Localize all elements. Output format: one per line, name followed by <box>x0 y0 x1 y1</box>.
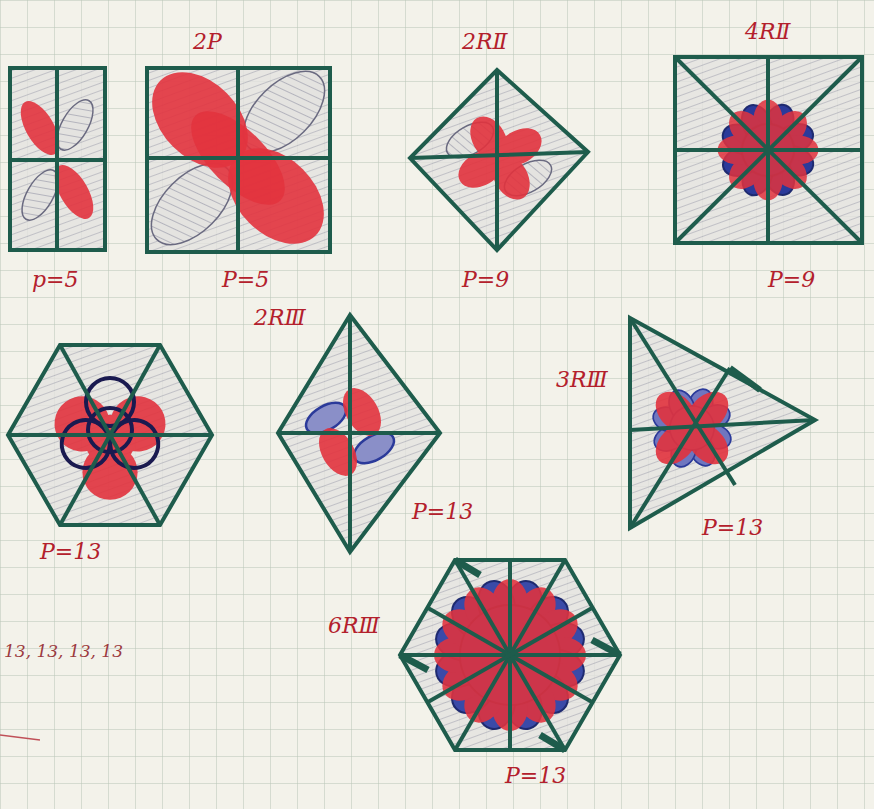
drawing-part <box>675 57 862 243</box>
drawing-part <box>675 148 862 152</box>
orbital-label: 3RⅢ <box>556 367 608 392</box>
drawing-part <box>428 608 592 702</box>
drawing-part <box>630 420 815 430</box>
drawing-part <box>400 655 428 670</box>
drawing-part <box>400 560 620 750</box>
drawing-part <box>730 368 760 390</box>
label-holder: 6RⅢ <box>328 614 380 638</box>
panel-2r-ii <box>410 70 588 250</box>
drawing-part <box>147 156 330 160</box>
drawing-part <box>147 68 330 252</box>
drawing-part <box>410 70 588 250</box>
drawing-part <box>630 318 735 485</box>
label-holder: 2RⅡ <box>462 30 508 54</box>
drawing-part <box>675 57 862 243</box>
drawing-part <box>675 57 862 243</box>
drawing-part <box>400 560 620 750</box>
drawing-part <box>455 560 480 575</box>
drawing-part <box>675 57 862 243</box>
drawing-part <box>630 368 730 528</box>
panel-hexagon <box>8 345 212 525</box>
drawing-part <box>400 560 620 750</box>
label-holder: P=13 <box>412 500 473 524</box>
label-holder: 3RⅢ <box>556 368 608 392</box>
pen-stroke <box>0 735 40 740</box>
orbital-label: P=13 <box>40 539 101 564</box>
drawing-part <box>10 68 105 250</box>
drawing-part <box>311 421 365 482</box>
drawing-part <box>60 345 160 525</box>
drawing-part <box>592 640 620 655</box>
panel-2p <box>134 54 343 263</box>
orbital-label: 2RⅢ <box>254 305 306 330</box>
drawing-part <box>630 318 815 528</box>
orbital-label: 6RⅢ <box>328 613 380 638</box>
orbital-label: 2P <box>193 29 222 54</box>
label-holder: 2P <box>193 30 222 54</box>
label-holder: P=9 <box>768 268 815 292</box>
drawing-part <box>428 608 592 702</box>
drawing-part <box>630 318 815 528</box>
label-holder: 4RⅡ <box>745 20 791 44</box>
drawing-part <box>8 345 212 525</box>
drawing-part <box>410 70 588 250</box>
label-holder: P=5 <box>222 268 269 292</box>
drawing-part <box>10 68 105 250</box>
drawing-part <box>53 378 167 477</box>
drawing-part <box>410 70 588 250</box>
orbital-label: P=13 <box>702 515 763 540</box>
label-holder: P=9 <box>462 268 509 292</box>
drawing-part <box>8 345 212 525</box>
orbital-label: P=5 <box>222 267 269 292</box>
label-holder: 2RⅢ <box>254 306 306 330</box>
label-holder: P=13 <box>40 540 101 564</box>
panel-4r-ii <box>675 57 862 243</box>
orbital-label: P=9 <box>462 267 509 292</box>
drawing-part <box>675 57 862 243</box>
drawing-part <box>540 735 565 750</box>
panel-6r-iii <box>400 560 620 750</box>
orbital-label: 4RⅡ <box>745 19 791 44</box>
drawing-part <box>60 345 160 525</box>
label-holder: P=13 <box>505 764 566 788</box>
orbital-label: 2RⅡ <box>462 29 508 54</box>
drawing-part <box>10 68 105 250</box>
orbital-label: 13, 13, 13, 13 <box>4 641 123 661</box>
panel-3r-iii <box>627 318 815 528</box>
label-holder: 13, 13, 13, 13 <box>4 642 123 661</box>
label-holder: P=13 <box>702 516 763 540</box>
drawing-part <box>10 158 105 162</box>
drawing-part <box>495 70 499 250</box>
drawing-part <box>278 431 440 435</box>
panel-p-orbital-small <box>10 68 105 250</box>
orbital-label: P=13 <box>412 499 473 524</box>
orbital-label: p=5 <box>32 267 79 292</box>
drawing-part <box>410 152 588 158</box>
drawing-part <box>8 345 212 525</box>
orbital-label: P=9 <box>768 267 815 292</box>
drawing-part <box>630 318 815 528</box>
orbital-label: P=13 <box>505 763 566 788</box>
drawing-part <box>147 68 330 252</box>
label-holder: p=5 <box>32 268 79 292</box>
